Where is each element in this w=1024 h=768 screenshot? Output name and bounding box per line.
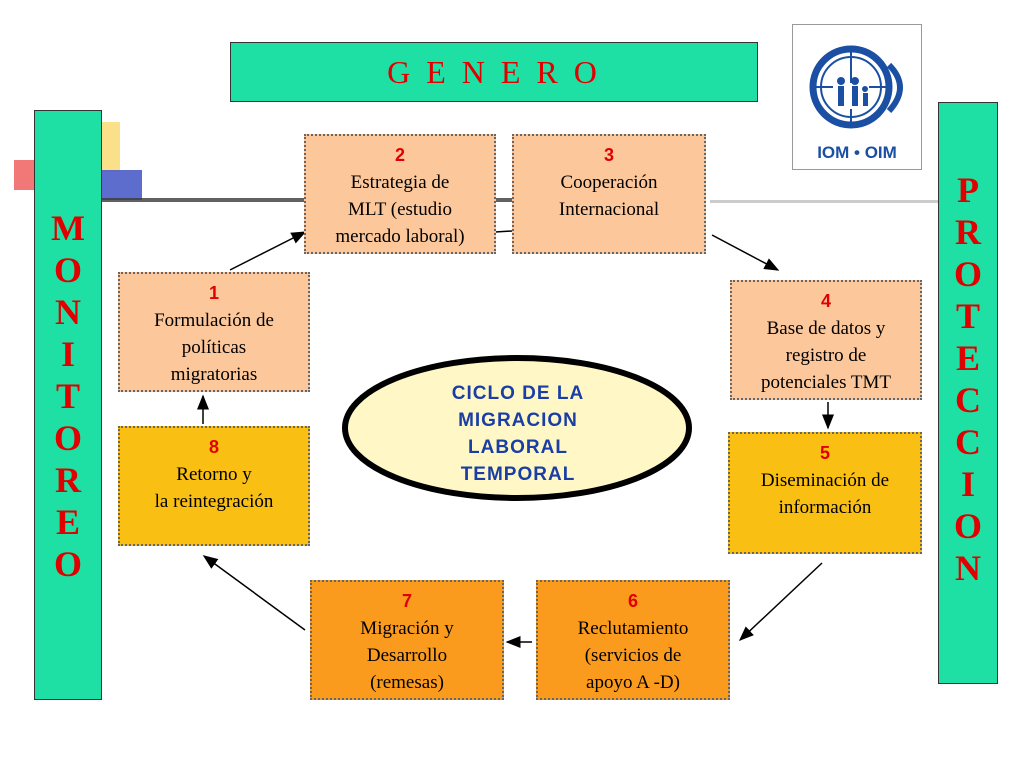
proteccion-letter: C (954, 380, 981, 420)
proteccion-letter: N (954, 548, 981, 588)
center-line: CICLO DE LA (451, 383, 585, 404)
un-emblem-icon (809, 45, 903, 129)
step-3-box: 3 Cooperación Internacional (512, 134, 706, 254)
step-4-box: 4 Base de datos y registro de potenciale… (730, 280, 922, 400)
connector-2-to-3 (494, 230, 513, 233)
monitoreo-letter: E (55, 502, 80, 542)
step-5-box: 5 Diseminación de información (728, 432, 922, 554)
monitoreo-letter: R (54, 460, 81, 500)
monitoreo-letter: T (55, 376, 80, 416)
step-6-box: 6 Reclutamiento (servicios de apoyo A -D… (536, 580, 730, 700)
genero-title-bar: G E N E R O (230, 42, 758, 102)
center-line: MIGRACION (458, 410, 578, 431)
step-number: 5 (819, 443, 830, 463)
step-number: 3 (603, 145, 614, 165)
step-line: Retorno y (176, 464, 252, 485)
step-line: (remesas) (370, 672, 444, 693)
step-line: Estrategia de (350, 172, 450, 193)
genero-title: G E N E R O (387, 53, 601, 90)
step-line: la reintegración (154, 491, 274, 512)
step-number: 1 (208, 283, 219, 303)
decor-line-right (710, 200, 940, 203)
proteccion-letter: T (955, 296, 980, 336)
monitoreo-letter: N (54, 292, 81, 332)
monitoreo-letter: O (53, 418, 82, 458)
proteccion-letter: O (953, 506, 982, 546)
arrow-5-to-6 (738, 562, 823, 642)
step-line: registro de (785, 345, 867, 366)
proteccion-letter: C (954, 422, 981, 462)
step-number: 8 (208, 437, 219, 457)
step-line: mercado laboral) (335, 226, 465, 247)
step-1-box: 1 Formulación de políticas migratorias (118, 272, 310, 392)
decor-yellow-square (100, 122, 120, 172)
center-ellipse (342, 355, 692, 501)
step-line: apoyo A -D) (586, 672, 680, 693)
proteccion-letter: R (954, 212, 981, 252)
step-number: 2 (394, 145, 405, 165)
step-line: Formulación de (154, 310, 274, 331)
step-8-box: 8 Retorno y la reintegración (118, 426, 310, 546)
center-line: LABORAL (468, 437, 568, 458)
proteccion-letter: E (955, 338, 980, 378)
step-number: 7 (401, 591, 412, 611)
step-line: información (778, 497, 872, 518)
step-line: Migración y (360, 618, 454, 639)
step-line: migratorias (170, 364, 258, 385)
step-number: 6 (627, 591, 638, 611)
step-7-box: 7 Migración y Desarrollo (remesas) (310, 580, 504, 700)
step-line: políticas (181, 337, 247, 358)
proteccion-letter: I (960, 464, 975, 504)
monitoreo-letter: I (60, 334, 75, 374)
step-line: MLT (estudio (348, 199, 452, 220)
arrow-3-to-4 (711, 234, 780, 271)
step-line: Base de datos y (766, 318, 886, 339)
step-line: Diseminación de (760, 470, 890, 491)
monitoreo-letter: M (51, 208, 85, 248)
proteccion-letter: P (956, 170, 979, 210)
step-number: 4 (820, 291, 831, 311)
step-line: Reclutamiento (577, 618, 689, 639)
step-2-box: 2 Estrategia de MLT (estudio mercado lab… (304, 134, 496, 254)
iom-logo: IOM • OIM (792, 24, 922, 170)
step-line: Desarrollo (366, 645, 448, 666)
step-line: Internacional (558, 199, 660, 220)
center-label: CICLO DE LA MIGRACION LABORAL TEMPORAL (380, 380, 656, 488)
arrow-7-to-8 (202, 555, 306, 631)
proteccion-letter: O (953, 254, 982, 294)
decor-blue-square (102, 170, 142, 200)
arrow-1-to-2 (229, 231, 307, 271)
center-line: TEMPORAL (460, 464, 576, 485)
step-line: potenciales TMT (761, 372, 891, 393)
monitoreo-letter: O (53, 250, 82, 290)
step-line: Cooperación (560, 172, 658, 193)
iom-logo-text: IOM • OIM (817, 143, 897, 162)
step-line: (servicios de (584, 645, 682, 666)
monitoreo-letter: O (53, 544, 82, 584)
